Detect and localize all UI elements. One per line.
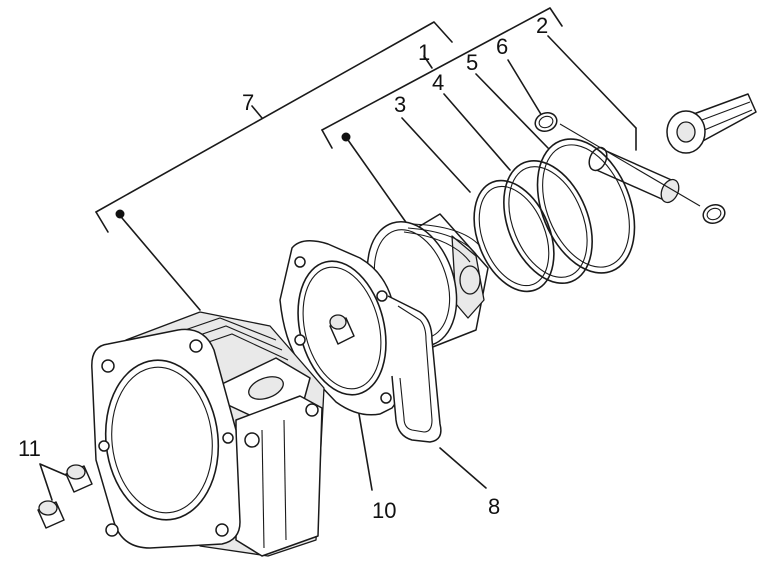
callout-3: 3 [394,92,406,117]
callout-4: 4 [432,70,444,95]
ring-second [503,159,593,285]
callout-11: 11 [18,436,41,461]
piston-pin [588,146,680,204]
connecting-rod [666,93,757,154]
leader-6 [507,59,543,117]
cylinder-side [235,395,323,557]
leader-1 [423,55,433,69]
bullet-marker-7 [115,209,125,219]
circlip-upper [534,111,558,133]
callout-8: 8 [488,494,500,519]
leader-4 [443,93,511,171]
bracket-1-tick [321,129,333,149]
piston-rings [473,138,636,293]
callout-1: 1 [418,40,430,65]
leader-11 [39,463,69,501]
rod-eye [676,121,696,143]
leader-3-piston [347,139,411,229]
callout-5: 5 [466,50,478,75]
leader-8 [439,447,487,489]
bullet-marker-1 [341,132,351,142]
bracket-1 [321,7,563,131]
circlip-lower [702,203,726,225]
leader-cylinder [121,217,201,311]
leader-lines [39,7,637,501]
callout-6: 6 [496,34,508,59]
leader-3 [401,117,471,193]
pin-bore [459,265,481,295]
gasket-tab [387,295,442,443]
leader-5 [475,73,549,149]
cylinder-block [91,311,325,557]
callout-10: 10 [372,498,396,523]
leader-2 [547,35,637,129]
callout-labels: 1 2 3 4 5 6 7 8 10 11 [18,13,548,523]
callout-2: 2 [536,13,548,38]
ring-top [536,138,636,274]
leader-7 [251,105,263,119]
bracket-7 [95,21,453,213]
bushings [37,464,93,529]
dowel-pin [329,314,355,345]
bracket-7-tick [95,211,109,233]
ring-oil [473,179,555,293]
callout-7: 7 [242,90,254,115]
cylinder-flange [91,328,241,549]
